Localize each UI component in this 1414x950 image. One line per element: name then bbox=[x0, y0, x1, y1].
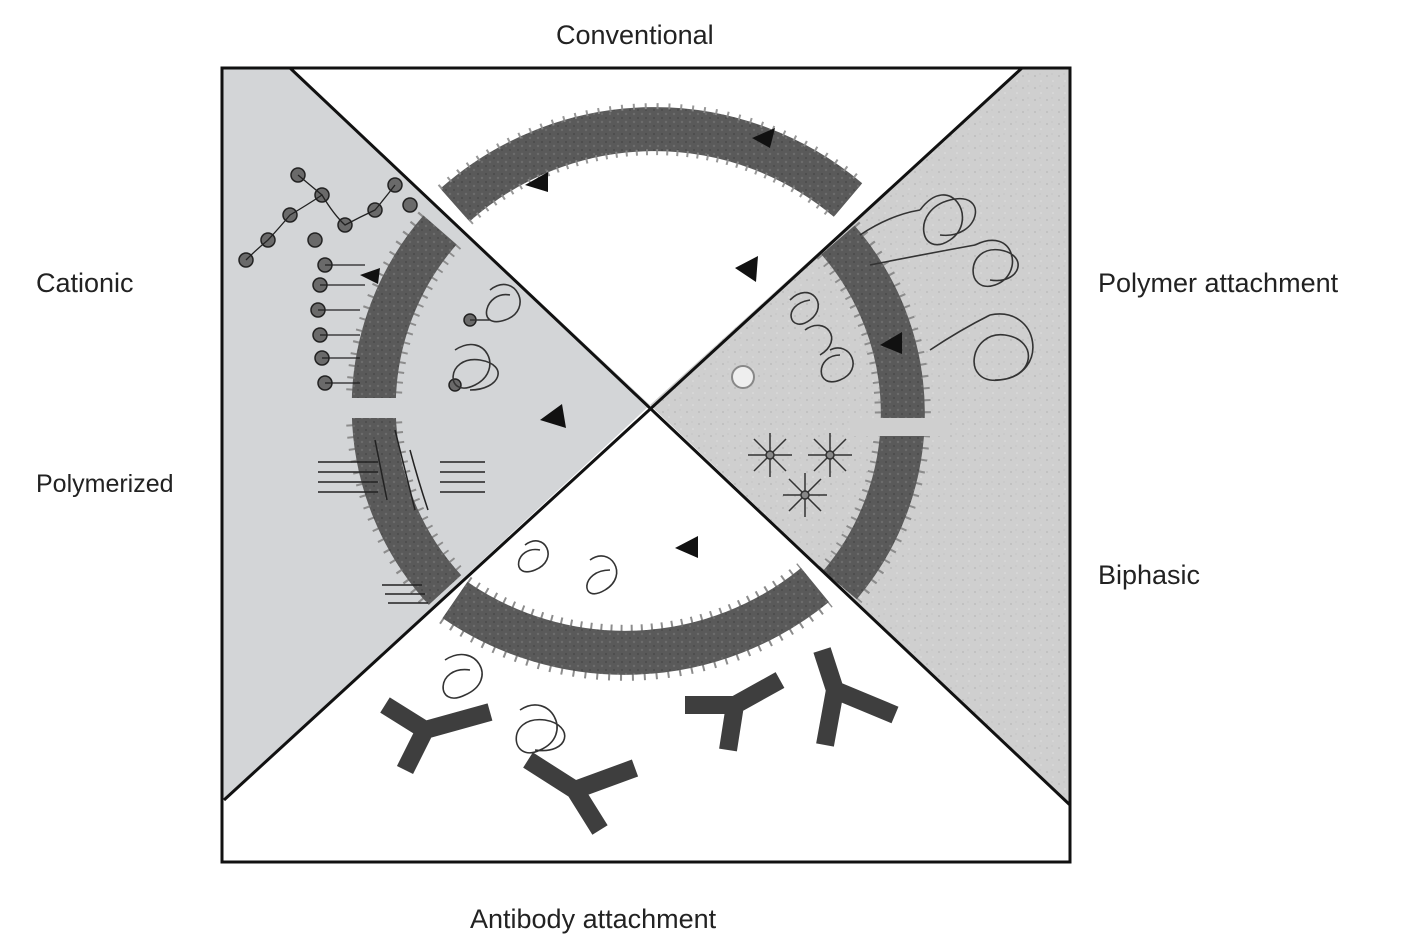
diagram-border bbox=[220, 66, 1072, 864]
label-biphasic: Biphasic bbox=[1098, 560, 1201, 590]
polymer-coils bbox=[442, 194, 1034, 754]
polymerized-crosslinks bbox=[318, 429, 485, 604]
label-antibody-attachment: Antibody attachment bbox=[470, 904, 717, 934]
biphasic-micelles bbox=[748, 433, 852, 517]
label-polymerized: Polymerized bbox=[36, 470, 174, 498]
hydrophobic-drug bbox=[731, 365, 755, 389]
cationic-polymerized-panel bbox=[222, 68, 650, 800]
label-cationic: Cationic bbox=[36, 268, 134, 298]
cationic-tethers bbox=[245, 174, 396, 384]
polymer-biphasic-panel bbox=[650, 68, 1070, 805]
label-conventional: Conventional bbox=[556, 20, 714, 50]
quadrant-dividers bbox=[222, 66, 1072, 807]
label-polymer-attachment: Polymer attachment bbox=[1098, 268, 1339, 298]
drug-molecules bbox=[360, 128, 902, 558]
membrane-arcs bbox=[330, 103, 950, 681]
antibodies bbox=[380, 647, 899, 835]
